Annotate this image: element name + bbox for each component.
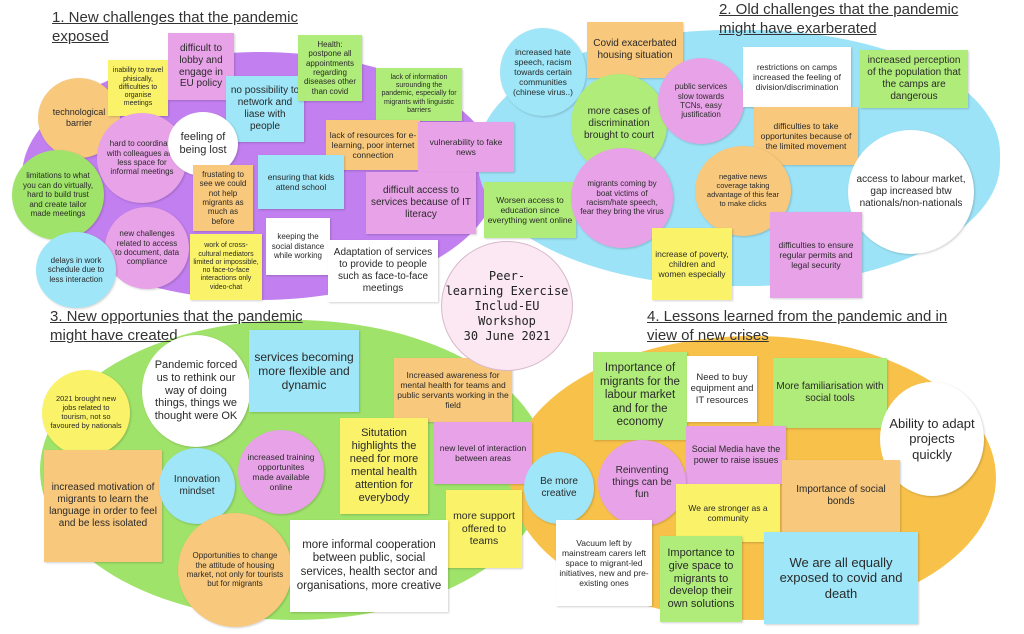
sticky-circle[interactable]: 2021 brought new jobs related to tourism… <box>42 370 130 456</box>
sticky-note[interactable]: more support offered to teams <box>446 490 522 568</box>
section-2-title-line1: 2. Old challenges that the pandemic <box>719 1 959 18</box>
sticky-circle[interactable]: access to labour market, gap increased b… <box>848 130 974 254</box>
workshop-title-line: Workshop <box>478 313 536 328</box>
sticky-note[interactable]: increased perception of the population t… <box>860 50 968 108</box>
sticky-circle[interactable]: Pandemic forced us to rethink our way of… <box>142 335 250 447</box>
sticky-note[interactable]: Vacuum left by mainstream carers left sp… <box>556 520 652 606</box>
sticky-note[interactable]: We are all equally exposed to covid and … <box>764 532 918 624</box>
sticky-note[interactable]: difficulties to take opportunites becaus… <box>754 107 858 165</box>
sticky-note[interactable]: increased motivation of migrants to lear… <box>44 450 162 562</box>
sticky-note[interactable]: new level of interaction between areas <box>434 422 532 484</box>
sticky-circle[interactable]: increased training opportunites made ava… <box>238 430 324 514</box>
sticky-circle[interactable]: Opportunities to change the attitude of … <box>178 513 292 627</box>
section-3-title-line2: might have created <box>50 327 178 344</box>
sticky-note[interactable]: Covid exacerbated housing situation <box>587 22 683 78</box>
sticky-note[interactable]: More familiarisation with social tools <box>773 358 887 428</box>
sticky-circle[interactable]: Innovation mindset <box>159 448 235 524</box>
sticky-circle[interactable]: increased hate speech, racism towards ce… <box>500 28 586 116</box>
workshop-title-line: Peer- <box>488 268 526 283</box>
sticky-note[interactable]: work of cross-cultural mediators limited… <box>190 234 262 300</box>
section-1-title-line1: 1. New challenges that the pandemic <box>52 9 298 26</box>
sticky-note[interactable]: Situtation highlights the need for more … <box>340 418 428 514</box>
sticky-note[interactable]: difficulties to ensure regular permits a… <box>770 212 862 298</box>
sticky-note[interactable]: increase of poverty, children and women … <box>652 228 732 300</box>
sticky-note[interactable]: Need to buy equipment and IT resources <box>687 356 757 422</box>
workshop-title-line: learning Exercise <box>445 283 569 298</box>
sticky-note[interactable]: more informal cooperation between public… <box>290 520 448 612</box>
workshop-title-line: Includ-EU <box>474 298 540 313</box>
section-4-title-line1: 4. Lessons learned from the pandemic and… <box>647 308 948 325</box>
sticky-note[interactable]: difficult access to services because of … <box>366 172 476 234</box>
sticky-circle[interactable]: Reinventing things can be fun <box>598 440 686 526</box>
section-4-title-line2: view of new crises <box>647 327 769 344</box>
sticky-note[interactable]: Health: postpone all appointments regard… <box>298 35 362 101</box>
sticky-note[interactable]: restrictions on camps increased the feel… <box>743 47 851 107</box>
sticky-note[interactable]: Worsen access to education since everyth… <box>484 182 576 238</box>
sticky-note[interactable]: We are stronger as a community <box>676 484 780 542</box>
section-3-title-line1: 3. New opportunies that the pandemic <box>50 308 303 325</box>
sticky-circle[interactable]: Be more creative <box>524 452 594 524</box>
sticky-note[interactable]: no possibility to network and liase with… <box>226 76 304 142</box>
sticky-circle[interactable]: limitations to what you can do virtually… <box>12 150 104 240</box>
sticky-circle[interactable]: Ability to adapt projects quickly <box>880 382 984 496</box>
sticky-circle[interactable]: public services slow towards TCNs, easy … <box>658 58 744 144</box>
workshop-title-circle: Peer- learning Exercise Includ-EU Worksh… <box>441 241 573 371</box>
sticky-circle[interactable]: new challenges related to access to docu… <box>105 207 189 289</box>
sticky-note[interactable]: Social Media have the power to raise iss… <box>686 426 786 484</box>
section-1-title-line2: exposed <box>52 28 109 45</box>
sticky-note[interactable]: inability to travel phisically, difficul… <box>108 60 168 116</box>
sticky-note[interactable]: frustating to see we could not help migr… <box>193 165 253 231</box>
sticky-note[interactable]: ensuring that kids attend school <box>258 155 344 209</box>
sticky-note[interactable]: Importance of social bonds <box>782 460 900 532</box>
sticky-note[interactable]: keeping the social distance while workin… <box>266 218 330 275</box>
sticky-note[interactable]: Adaptation of services to provide to peo… <box>328 240 438 302</box>
section-2-title-line2: might have exarberated <box>719 20 877 37</box>
sticky-circle[interactable]: delays in work schedule due to less inte… <box>36 232 116 308</box>
sticky-note[interactable]: Importance of migrants for the labour ma… <box>593 352 687 440</box>
sticky-note[interactable]: services becoming more flexible and dyna… <box>249 330 359 412</box>
sticky-note[interactable]: lack of information surounding the pande… <box>376 68 462 121</box>
sticky-note[interactable]: Importance to give space to migrants to … <box>660 536 742 622</box>
sticky-note[interactable]: lack of resources for e-learning, poor i… <box>326 120 420 170</box>
workshop-date: 30 June 2021 <box>463 328 551 343</box>
sticky-note[interactable]: vulnerability to fake news <box>418 122 514 172</box>
sticky-note[interactable]: difficult to lobby and engage in EU poli… <box>168 33 234 100</box>
